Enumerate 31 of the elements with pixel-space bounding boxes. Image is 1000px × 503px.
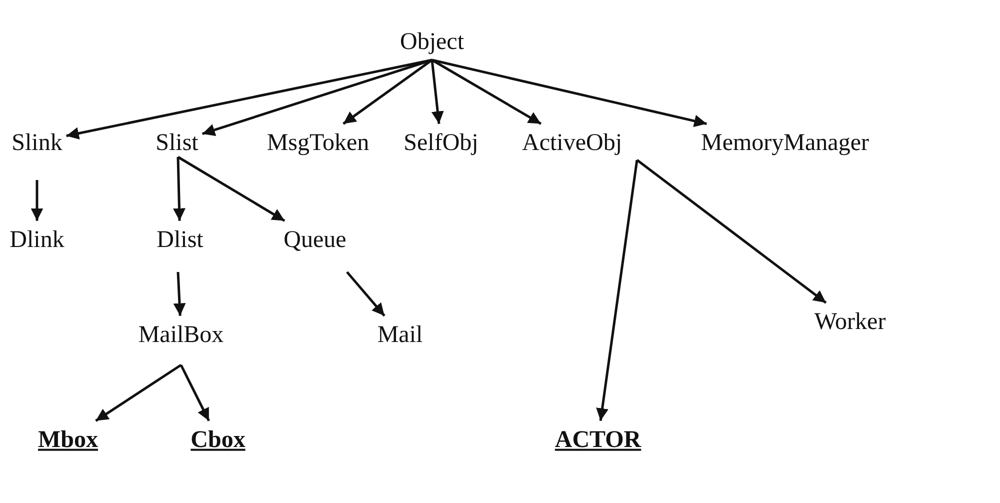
class-name: Cbox	[190, 426, 246, 454]
class-name: Slist	[156, 130, 198, 156]
class-name: MemoryManager	[701, 130, 869, 156]
arrow	[430, 60, 444, 124]
arrow	[173, 156, 186, 221]
arrow	[636, 159, 827, 304]
class-name: Dlist	[156, 226, 204, 254]
class-name: MsgToken	[266, 130, 370, 156]
class-name: Queue	[284, 226, 346, 254]
arrow	[177, 156, 286, 222]
class-name: ActiveObj	[522, 130, 622, 156]
arrow	[66, 58, 432, 140]
arrow	[432, 58, 707, 128]
class-name: SelfObj	[404, 130, 478, 156]
class-name: Mail	[377, 322, 423, 348]
arrow	[342, 58, 433, 125]
class-name: MailBox	[138, 322, 224, 348]
arrow	[173, 272, 186, 316]
class-name: Object	[400, 28, 464, 56]
arrow	[95, 364, 182, 422]
class-name: ACTOR	[554, 426, 642, 454]
arrow	[180, 364, 210, 422]
arrow	[202, 58, 432, 136]
class-name: Dlink	[10, 226, 64, 254]
arrow	[346, 271, 386, 317]
arrow	[431, 58, 542, 125]
class-name: Slink	[12, 130, 62, 156]
class-name: Worker	[814, 308, 886, 336]
arrow	[596, 160, 638, 421]
class-name: Mbox	[38, 426, 98, 454]
arrow	[30, 180, 44, 221]
